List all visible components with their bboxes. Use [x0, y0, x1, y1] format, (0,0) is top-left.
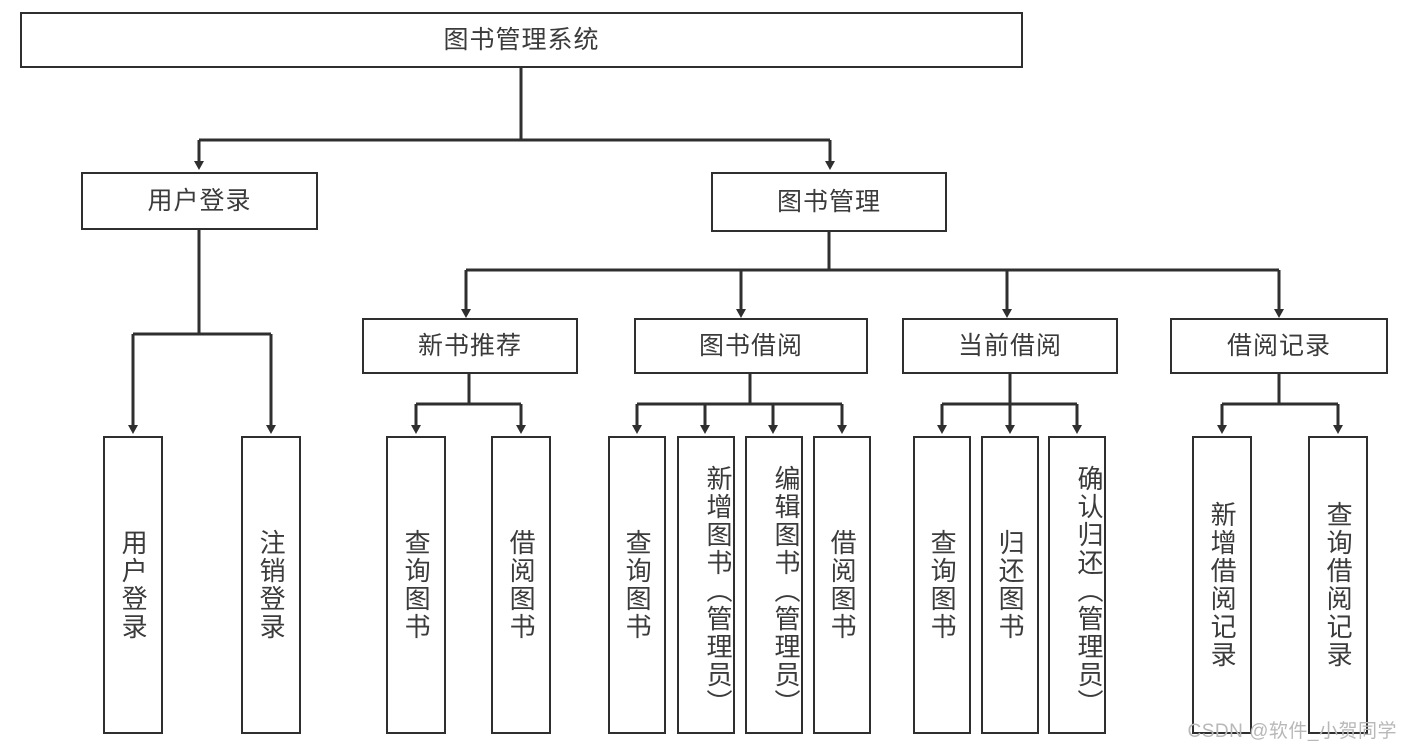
node-borrow-record-label: 借阅记录	[1226, 332, 1331, 360]
leaf-label: 新增图书（管理员）	[703, 465, 733, 717]
node-leaf-user-login[interactable]: 用户登录	[103, 436, 163, 734]
leaf-label: 借阅图书	[827, 529, 858, 641]
node-leaf-confirm-return[interactable]: 确认归还（管理员）	[1048, 436, 1106, 734]
leaf-label: 查询借阅记录	[1323, 501, 1354, 669]
node-book-borrow[interactable]: 图书借阅	[634, 318, 868, 374]
node-new-book-recommend-label: 新书推荐	[417, 332, 522, 360]
node-current-borrow-label: 当前借阅	[957, 332, 1062, 360]
leaf-label: 确认归还（管理员）	[1074, 465, 1104, 717]
leaf-label: 借阅图书	[506, 529, 537, 641]
node-user-login[interactable]: 用户登录	[81, 172, 318, 230]
leaf-label: 编辑图书（管理员）	[771, 465, 801, 717]
node-leaf-query-book-1[interactable]: 查询图书	[386, 436, 446, 734]
leaf-label: 查询图书	[401, 529, 432, 641]
node-root[interactable]: 图书管理系统	[20, 12, 1023, 68]
node-book-management-label: 图书管理	[776, 188, 881, 216]
node-leaf-borrow-book-2[interactable]: 借阅图书	[813, 436, 871, 734]
node-leaf-add-book[interactable]: 新增图书（管理员）	[677, 436, 735, 734]
node-new-book-recommend[interactable]: 新书推荐	[362, 318, 578, 374]
node-user-login-label: 用户登录	[147, 187, 252, 215]
leaf-label: 查询图书	[622, 529, 653, 641]
leaf-label: 注销登录	[256, 529, 287, 641]
node-borrow-record[interactable]: 借阅记录	[1170, 318, 1388, 374]
leaf-label: 归还图书	[995, 529, 1026, 641]
node-root-label: 图书管理系统	[443, 26, 600, 54]
node-leaf-query-record[interactable]: 查询借阅记录	[1308, 436, 1368, 734]
node-leaf-add-record[interactable]: 新增借阅记录	[1192, 436, 1252, 734]
leaf-label: 查询图书	[927, 529, 958, 641]
leaf-label: 用户登录	[118, 529, 149, 641]
node-leaf-logout[interactable]: 注销登录	[241, 436, 301, 734]
node-leaf-query-book-3[interactable]: 查询图书	[913, 436, 971, 734]
leaf-label: 新增借阅记录	[1207, 501, 1238, 669]
node-leaf-return-book[interactable]: 归还图书	[981, 436, 1039, 734]
node-book-management[interactable]: 图书管理	[711, 172, 947, 232]
node-leaf-borrow-book-1[interactable]: 借阅图书	[491, 436, 551, 734]
node-book-borrow-label: 图书借阅	[698, 332, 803, 360]
watermark: CSDN @软件_小贺同学	[1187, 721, 1397, 742]
node-leaf-edit-book[interactable]: 编辑图书（管理员）	[745, 436, 803, 734]
node-current-borrow[interactable]: 当前借阅	[902, 318, 1118, 374]
node-leaf-query-book-2[interactable]: 查询图书	[608, 436, 666, 734]
